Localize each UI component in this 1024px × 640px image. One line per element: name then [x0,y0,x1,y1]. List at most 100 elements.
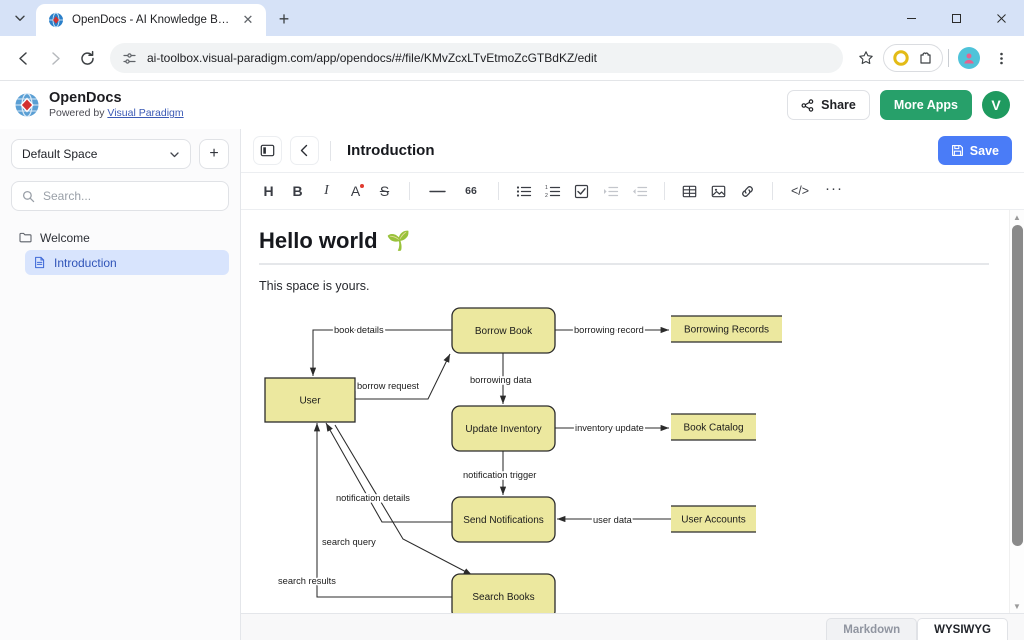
dfd-node-send_notifications[interactable]: Send Notifications [451,496,556,543]
dfd-flow-label-halo: borrowing data [470,375,532,385]
visual-paradigm-link[interactable]: Visual Paradigm [107,107,184,120]
heading-icon[interactable]: H [263,183,274,199]
more-apps-button[interactable]: More Apps [879,90,972,120]
save-button[interactable]: Save [937,136,1012,165]
new-tab-button[interactable]: + [278,8,290,29]
dfd-node-user_accounts[interactable]: User Accounts [671,505,756,533]
toolbar-divider [948,49,949,67]
scrollbar-thumb[interactable] [1012,225,1023,546]
checklist-icon[interactable] [568,178,595,205]
indent-icon[interactable] [597,178,624,205]
dfd-flow-label: search results [278,576,336,586]
italic-icon[interactable]: I [324,183,329,198]
dfd-node-borrow_book[interactable]: Borrow Book [451,307,556,354]
sidebar-search[interactable] [11,181,229,211]
document-back-icon[interactable] [290,136,319,165]
editor-pane: Introduction Save H B I A [241,129,1024,640]
dfd-node-label: Borrow Book [475,326,533,337]
dfd-flow-label: search query [322,537,376,547]
window-maximize-icon[interactable] [934,0,979,36]
user-avatar[interactable]: V [982,91,1010,119]
powered-by-text: Powered by [49,107,108,120]
quote-icon[interactable]: 66 [465,185,477,197]
dfd-node-update_inventory[interactable]: Update Inventory [451,405,556,452]
dfd-flow-label-halo: borrowing record [574,325,644,335]
sidebar-item-welcome[interactable]: Welcome [11,225,229,250]
dfd-node-search_books[interactable]: Search Books [451,573,556,613]
image-icon[interactable] [705,178,732,205]
dfd-node-label: Book Catalog [683,423,743,434]
code-icon[interactable]: </> [790,184,810,198]
color-swatch-dot [360,183,364,188]
outdent-icon[interactable] [626,178,653,205]
tab-wysiwyg[interactable]: WYSIWYG [917,618,1008,640]
dfd-flow-label-halo: notification trigger [463,470,536,480]
document-header: Introduction Save [241,129,1024,172]
dfd-node-label: Send Notifications [463,515,544,526]
document-canvas[interactable]: Hello world 🌱 This space is yours. [241,210,1009,613]
table-icon[interactable] [676,178,703,205]
tab-close-icon[interactable]: ✕ [242,12,254,27]
back-icon[interactable] [8,43,38,73]
search-icon [22,190,35,203]
dfd-flow-book-details[interactable] [309,329,452,376]
dfd-node-book_catalog[interactable]: Book Catalog [671,413,756,441]
seedling-emoji-icon: 🌱 [386,231,411,252]
horizontal-rule-icon[interactable] [421,178,453,205]
heading-text: Hello world [259,228,378,253]
sidebar: Default Space + [0,129,241,640]
extension-circle-icon[interactable] [890,47,912,69]
dfd-node-user[interactable]: User [264,377,356,423]
extensions-pill [883,44,943,72]
tab-strip: OpenDocs - AI Knowledge Base ✕ + [0,0,1024,36]
chrome-profile-avatar[interactable] [958,47,980,69]
header-divider [330,140,331,161]
address-bar[interactable]: ai-toolbox.visual-paradigm.com/app/opend… [110,43,843,73]
toggle-sidebar-icon[interactable] [253,136,282,165]
search-input[interactable] [43,189,218,203]
site-settings-icon[interactable] [122,51,137,66]
chrome-menu-icon[interactable] [986,43,1016,73]
dfd-flow-label-halo: notification details [336,493,410,503]
text-color-icon[interactable]: A [342,178,369,205]
dfd-flow-search-results[interactable] [313,423,452,598]
window-minimize-icon[interactable] [889,0,934,36]
dfd-flow-label: borrow request [357,381,419,391]
formatting-toolbar: H B I A S 66 [241,172,1024,210]
add-space-button[interactable]: + [199,139,229,169]
forward-icon[interactable] [40,43,70,73]
scroll-up-icon[interactable]: ▲ [1013,212,1021,222]
link-icon[interactable] [734,178,761,205]
space-selector[interactable]: Default Space [11,139,191,169]
tab-markdown[interactable]: Markdown [826,618,918,640]
dfd-flow-notification-details[interactable] [325,422,452,523]
bullet-list-icon[interactable] [510,178,537,205]
share-label: Share [821,98,856,112]
reload-icon[interactable] [72,43,102,73]
window-close-icon[interactable] [979,0,1024,36]
tab-search-icon[interactable] [6,4,34,32]
dfd-flow-label-halo: book details [334,325,384,335]
tab-title: OpenDocs - AI Knowledge Base [72,14,232,26]
browser-tab[interactable]: OpenDocs - AI Knowledge Base ✕ [36,4,266,36]
sidebar-item-introduction[interactable]: Introduction [25,250,229,275]
dfd-flow-search-query[interactable] [334,424,473,576]
svg-text:2: 2 [545,193,548,199]
extensions-puzzle-icon[interactable] [914,47,936,69]
scroll-down-icon[interactable]: ▼ [1013,601,1021,611]
dfd-flow-borrow-request[interactable] [355,353,451,400]
more-icon[interactable]: ··· [825,179,843,197]
dfd-node-borrowing_records[interactable]: Borrowing Records [671,315,782,343]
bold-icon[interactable]: B [292,183,303,199]
bookmark-star-icon[interactable] [851,43,881,73]
toolbar-divider [772,182,773,200]
share-button[interactable]: Share [787,90,870,120]
document-heading: Hello world 🌱 [259,228,989,265]
strikethrough-icon[interactable]: S [379,183,390,199]
vertical-scrollbar[interactable]: ▲ ▼ [1009,210,1024,613]
brand[interactable]: OpenDocs Powered by Visual Paradigm [14,90,777,119]
dfd-flow-label-halo: search query [322,537,376,547]
scrollbar-track[interactable] [1010,224,1024,599]
